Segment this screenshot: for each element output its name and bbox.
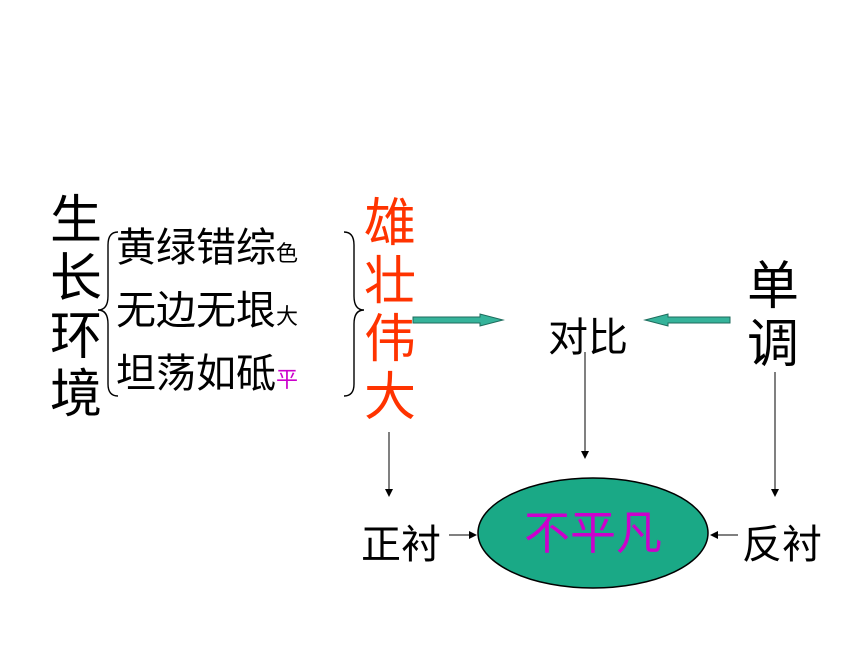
center-ellipse <box>477 477 709 589</box>
monotone-vertical: 单调 <box>746 257 799 375</box>
left-brace <box>97 231 119 397</box>
contrast-label: 对比 <box>548 315 628 361</box>
center-label: 不平凡 <box>524 506 662 560</box>
environment-list: 黄绿错综色 无边无垠大 坦荡如砥平 <box>116 220 298 409</box>
negative-contrast-label: 反衬 <box>742 522 822 568</box>
list-item-suffix: 平 <box>276 368 299 393</box>
list-item-text: 黄绿错综 <box>116 225 276 271</box>
title-vertical: 生长环境 <box>49 191 102 425</box>
middle-vertical: 雄壮伟大 <box>363 194 416 428</box>
list-item-text: 坦荡如砥 <box>116 351 276 397</box>
arrow-monotone-to-contrast <box>643 313 731 327</box>
right-brace <box>343 231 365 397</box>
list-item-text: 无边无垠 <box>116 288 276 334</box>
positive-contrast-label: 正衬 <box>361 522 441 568</box>
arrow-middle-to-contrast <box>412 313 505 327</box>
list-item-suffix: 大 <box>276 305 299 330</box>
list-item: 坦荡如砥平 <box>116 346 298 409</box>
list-item-suffix: 色 <box>276 242 299 267</box>
list-item: 无边无垠大 <box>116 283 298 346</box>
list-item: 黄绿错综色 <box>116 220 298 283</box>
